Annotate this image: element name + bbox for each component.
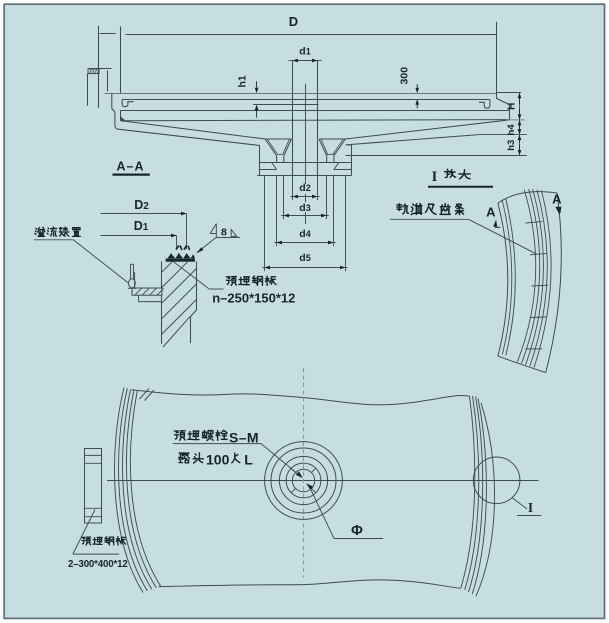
svg-text:A: A: [552, 192, 562, 207]
svg-text:h1: h1: [236, 75, 248, 87]
svg-text:Φ: Φ: [351, 523, 363, 539]
svg-text:I: I: [528, 500, 533, 515]
svg-text:d1: d1: [299, 46, 310, 58]
svg-text:h3: h3: [506, 140, 517, 151]
svg-text:d4: d4: [299, 228, 310, 240]
svg-text:8: 8: [221, 226, 227, 238]
svg-text:2–300*400*12: 2–300*400*12: [68, 559, 128, 570]
svg-text:A–A: A–A: [116, 160, 144, 174]
svg-text:D: D: [289, 14, 298, 29]
svg-text:I: I: [432, 169, 438, 185]
svg-text:S–M: S–M: [229, 429, 259, 445]
svg-text:300: 300: [398, 67, 410, 85]
svg-text:d5: d5: [299, 252, 310, 264]
svg-text:d2: d2: [299, 182, 310, 194]
svg-text:H: H: [507, 103, 518, 110]
svg-text:L: L: [244, 452, 253, 468]
svg-text:d3: d3: [299, 202, 310, 214]
svg-text:100: 100: [206, 452, 230, 468]
svg-text:A: A: [486, 204, 496, 219]
svg-text:n–250*150*12: n–250*150*12: [212, 291, 295, 306]
svg-text:h4: h4: [506, 124, 517, 136]
svg-text:D1: D1: [134, 219, 149, 233]
svg-text:D2: D2: [134, 198, 149, 212]
